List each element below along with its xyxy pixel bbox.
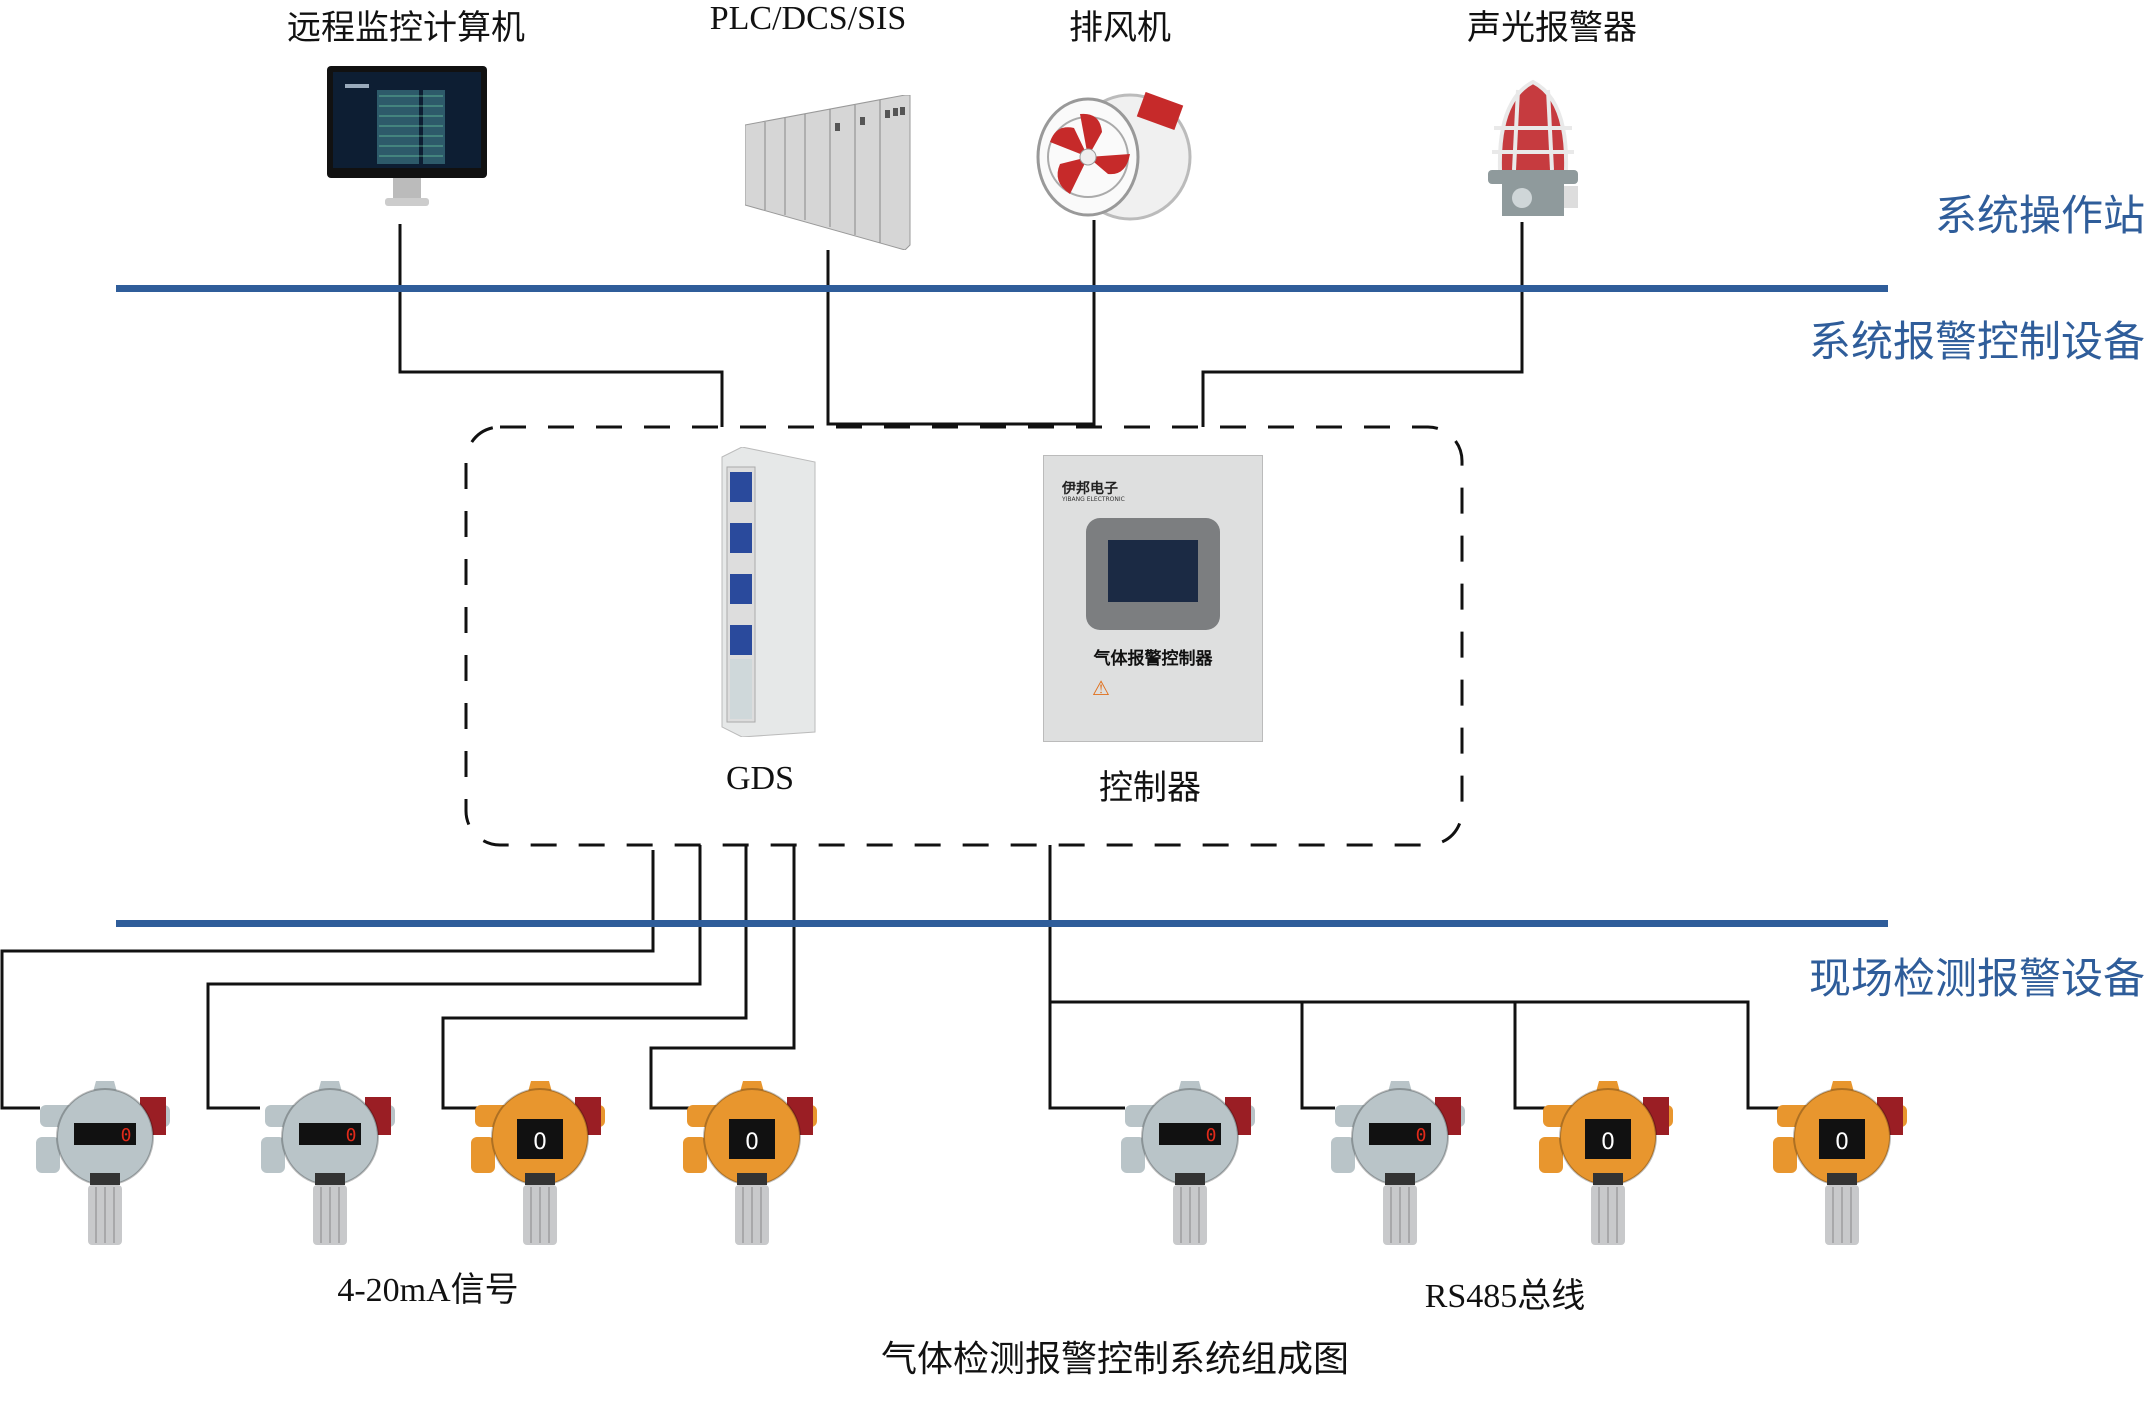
tier-label-operator-station: 系统操作站 xyxy=(1934,191,2145,240)
wire-4-20-1 xyxy=(0,850,655,1110)
alarm-beacon-icon xyxy=(1488,79,1578,216)
label-controller: 控制器 xyxy=(1099,768,1201,808)
diagram-caption: 气体检测报警控制系统组成图 xyxy=(880,1339,1350,1380)
svg-text:0: 0 xyxy=(533,1130,547,1155)
gas-detector-orange: 0 xyxy=(677,1075,837,1254)
gas-detector-orange: 0 xyxy=(1767,1075,1927,1254)
svg-text:0: 0 xyxy=(121,1125,132,1146)
gds-cabinet-icon xyxy=(721,447,816,737)
warning-icon: ⚠ xyxy=(1092,676,1110,700)
wire-monitor xyxy=(398,224,724,427)
wire-4-20-2 xyxy=(206,845,702,1110)
svg-text:0: 0 xyxy=(1835,1130,1849,1155)
label-remote-computer: 远程监控计算机 xyxy=(287,8,525,48)
label-gds: GDS xyxy=(725,760,795,797)
wire-beacon xyxy=(1201,222,1524,427)
controller-brand: 伊邦电子 xyxy=(1062,481,1118,497)
wire-rs485-drop2 xyxy=(1300,1002,1335,1110)
gas-detector-gray: 0 xyxy=(1325,1075,1485,1254)
tier-label-field-devices: 现场检测报警设备 xyxy=(1808,954,2145,1003)
svg-text:0: 0 xyxy=(1601,1130,1615,1155)
wire-rs485-bus xyxy=(1050,1000,1785,1110)
label-4-20ma: 4-20mA信号 xyxy=(337,1272,519,1309)
controller-touchscreen[interactable] xyxy=(1108,540,1198,602)
exhaust-fan-icon xyxy=(1036,92,1192,221)
gas-detector-gray: 0 xyxy=(255,1075,415,1254)
wire-4-20-3 xyxy=(441,845,748,1110)
upper-system-bus xyxy=(116,285,1888,292)
svg-text:0: 0 xyxy=(1416,1125,1427,1146)
svg-text:0: 0 xyxy=(1206,1125,1217,1146)
control-equipment-dashed-box xyxy=(464,425,1464,847)
controller-display-bezel xyxy=(1086,518,1220,630)
label-exhaust-fan: 排风机 xyxy=(1069,8,1171,48)
monitor-icon xyxy=(327,66,487,206)
svg-text:0: 0 xyxy=(745,1130,759,1155)
controller-brand-en: YIBANG ELECTRONIC xyxy=(1062,496,1125,503)
svg-text:0: 0 xyxy=(346,1125,357,1146)
wire-plc xyxy=(826,250,1095,426)
control-cabinet-icon xyxy=(745,95,911,250)
controller-panel-title: 气体报警控制器 xyxy=(1093,649,1213,669)
gas-detector-orange: 0 xyxy=(1533,1075,1693,1254)
label-sound-light-alarm: 声光报警器 xyxy=(1467,8,1637,48)
tier-label-alarm-control: 系统报警控制设备 xyxy=(1808,317,2145,366)
label-rs485: RS485总线 xyxy=(1424,1278,1586,1315)
gas-detector-orange: 0 xyxy=(465,1075,625,1254)
wire-4-20-4 xyxy=(649,845,796,1110)
wire-rs485-trunk xyxy=(1048,845,1125,1110)
lower-system-bus xyxy=(116,920,1888,927)
label-plc-dcs-sis: PLC/DCS/SIS xyxy=(709,0,907,37)
gas-detector-gray: 0 xyxy=(1115,1075,1275,1254)
gas-detector-gray: 0 xyxy=(30,1075,190,1254)
gas-alarm-controller: 伊邦电子 YIBANG ELECTRONIC 气体报警控制器 ⚠ xyxy=(1043,455,1263,742)
